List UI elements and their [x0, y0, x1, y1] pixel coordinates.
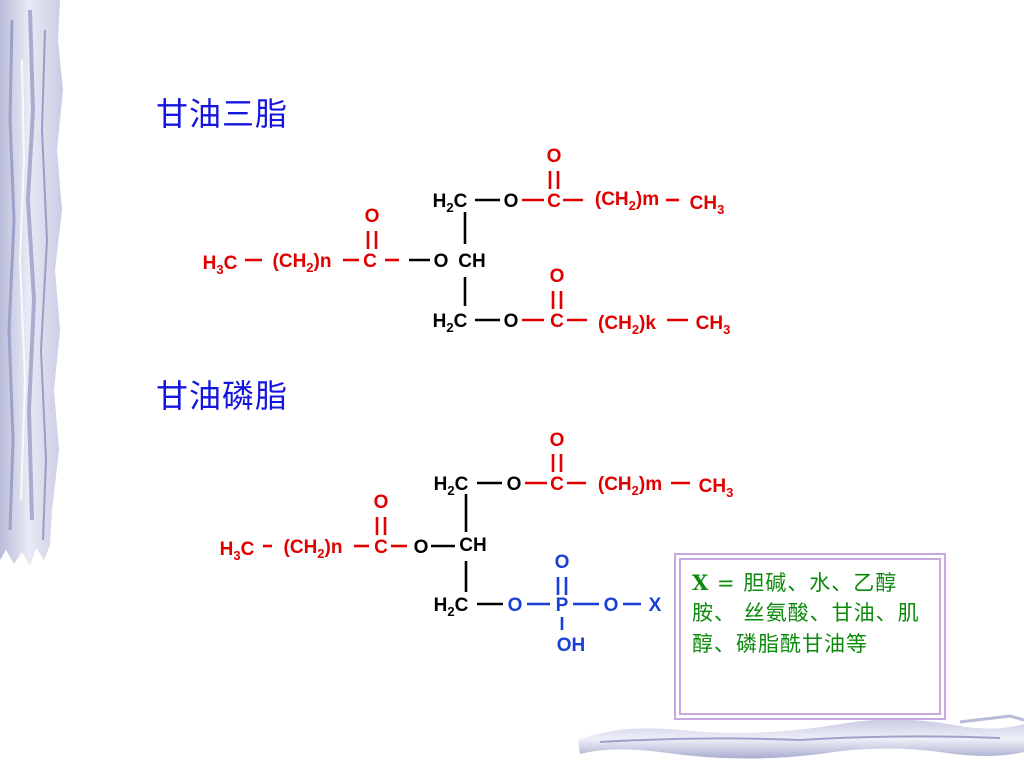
- atom-c2: CH: [459, 535, 486, 556]
- atom-o1: O: [507, 474, 522, 495]
- atom-oa1: O: [550, 430, 565, 451]
- left-paper-decoration: [0, 0, 63, 566]
- atom-ca2: C: [374, 537, 388, 558]
- atom-ca3: C: [550, 311, 564, 332]
- atom-c1: H2C: [433, 191, 468, 215]
- atom-ch3a1: CH3: [699, 476, 734, 500]
- bond-ca1-oa1: [548, 171, 560, 189]
- atom-ch2a1: (CH2)m: [598, 474, 662, 498]
- atom-ch3a3: CH3: [696, 313, 731, 337]
- triglyceride-title: 甘油三脂: [156, 95, 289, 133]
- atom-oa2: O: [365, 206, 380, 227]
- atom-p: P: [556, 595, 569, 616]
- atom-ch3a2: H3C: [220, 539, 255, 563]
- atom-ca2: C: [363, 251, 377, 272]
- atom-c3: H2C: [434, 595, 469, 619]
- atom-ca1: C: [550, 474, 564, 495]
- atom-ca1: C: [547, 191, 561, 212]
- atom-op1: O: [555, 552, 570, 573]
- atom-c1: H2C: [434, 474, 469, 498]
- x-symbol: X: [692, 570, 710, 595]
- atom-x: X: [649, 595, 662, 616]
- atom-oh: OH: [557, 635, 586, 656]
- atom-ch3a1: CH3: [690, 193, 725, 217]
- atom-o2: O: [434, 251, 449, 272]
- atom-ch2a3: (CH2)k: [598, 313, 656, 337]
- atom-ch2a1: (CH2)m: [595, 189, 659, 213]
- atom-ch2a2: (CH2)n: [284, 537, 343, 561]
- atom-o1: O: [504, 191, 519, 212]
- bond-ca3-oa3: [551, 291, 563, 309]
- atom-o3: O: [504, 311, 519, 332]
- bond-ca1-oa1: [551, 454, 563, 472]
- atom-oa3: O: [550, 266, 565, 287]
- atom-o2: O: [414, 537, 429, 558]
- atom-oa2: O: [374, 492, 389, 513]
- atom-ch3a2: H3C: [203, 253, 238, 277]
- x-definition-text: X = 胆碱、水、乙醇胺、 丝氨酸、甘油、肌醇、磷脂酰甘油等: [692, 568, 932, 659]
- atom-op2: O: [604, 595, 619, 616]
- atom-ch2a2: (CH2)n: [273, 251, 332, 275]
- bond-ca2-oa2: [366, 231, 378, 249]
- bond-ca2-oa2: [375, 517, 387, 535]
- x-definition-list: = 胆碱、水、乙醇胺、 丝氨酸、甘油、肌醇、磷脂酰甘油等: [692, 571, 920, 656]
- atom-oa1: O: [547, 146, 562, 167]
- atom-c3: H2C: [433, 311, 468, 335]
- bond-p-op1: [556, 577, 568, 595]
- atom-c2: CH: [458, 251, 485, 272]
- x-definition-box: [679, 558, 941, 715]
- phospholipid-title: 甘油磷脂: [156, 377, 289, 415]
- atom-o3: O: [508, 595, 523, 616]
